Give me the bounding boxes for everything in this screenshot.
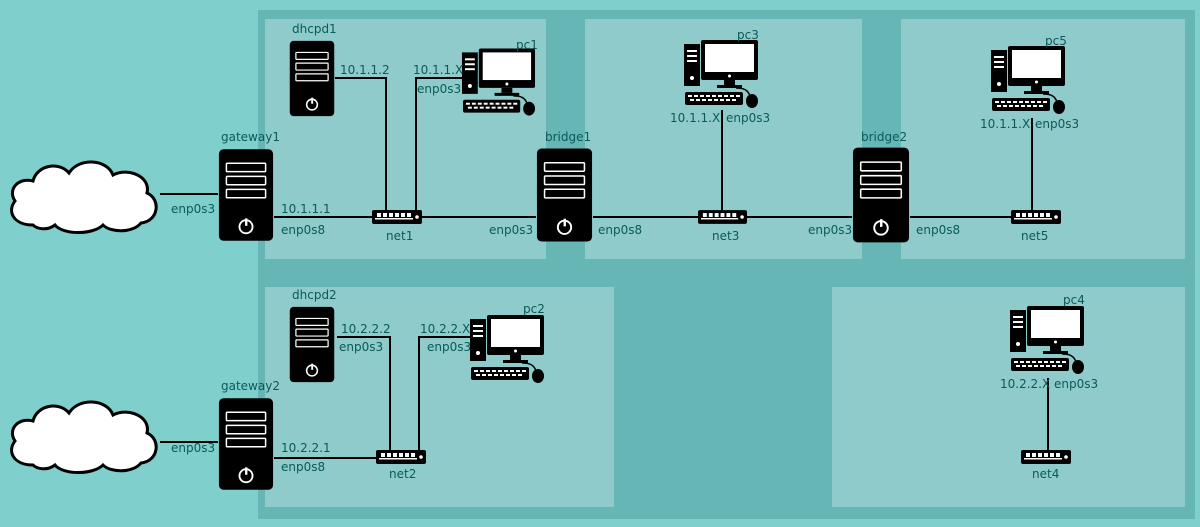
- dhcpd2-server-icon[interactable]: [289, 306, 335, 383]
- gateway2-ip-label: 10.2.2.1: [281, 441, 331, 455]
- pc3-ip-label: 10.1.1.X: [670, 111, 720, 125]
- gateway1-ip-label: 10.1.1.1: [281, 202, 331, 216]
- dhcpd2-label: dhcpd2: [292, 288, 337, 302]
- net5-switch-icon[interactable]: [1011, 210, 1061, 224]
- pc3-interface-label: enp0s3: [726, 111, 770, 125]
- pc4-desktop-icon[interactable]: [1010, 306, 1085, 375]
- pc3-desktop-icon[interactable]: [684, 40, 759, 109]
- gateway2-label: gateway2: [221, 379, 280, 393]
- dhcpd1-server-icon[interactable]: [289, 40, 335, 117]
- gateway1-enp0s3-label: enp0s3: [171, 202, 215, 216]
- pc2-desktop-icon[interactable]: [470, 315, 545, 384]
- pc4-ip-label: 10.2.2.X: [1000, 377, 1050, 391]
- net3-label: net3: [712, 229, 739, 243]
- net3-switch-icon[interactable]: [698, 210, 747, 224]
- links-top: [160, 77, 1033, 218]
- net2-switch-icon[interactable]: [376, 450, 426, 464]
- dhcpd2-interface-label: enp0s3: [339, 340, 383, 354]
- pc2-interface-label: enp0s3: [427, 340, 471, 354]
- links-bottom: [160, 336, 1049, 459]
- pc5-label: pc5: [1045, 34, 1067, 48]
- pc5-ip-label: 10.1.1.X: [980, 117, 1030, 131]
- net5-label: net5: [1021, 229, 1048, 243]
- pc2-ip-label: 10.2.2.X: [420, 322, 470, 336]
- pc4-label: pc4: [1063, 293, 1085, 307]
- bridge2-enp0s3-label: enp0s3: [808, 223, 852, 237]
- pc5-interface-label: enp0s3: [1035, 117, 1079, 131]
- gateway2-server-icon[interactable]: [218, 397, 274, 491]
- pc1-desktop-icon[interactable]: [462, 48, 536, 117]
- dhcpd1-ip-label: 10.1.1.2: [340, 63, 390, 77]
- pc1-label: pc1: [516, 38, 538, 52]
- pc3-label: pc3: [737, 28, 759, 42]
- pc1-interface-label: enp0s3: [417, 82, 461, 96]
- internet-cloud-icon-2: [10, 400, 158, 474]
- gateway2-enp0s8-label: enp0s8: [281, 460, 325, 474]
- net1-label: net1: [386, 229, 413, 243]
- bridge2-enp0s8-label: enp0s8: [916, 223, 960, 237]
- bridge2-label: bridge2: [861, 130, 907, 144]
- pc4-interface-label: enp0s3: [1054, 377, 1098, 391]
- net4-switch-icon[interactable]: [1021, 450, 1071, 464]
- bridge1-server-icon[interactable]: [536, 147, 593, 243]
- gateway1-label: gateway1: [221, 130, 280, 144]
- dhcpd2-ip-label: 10.2.2.2: [341, 322, 391, 336]
- dhcpd1-label: dhcpd1: [292, 22, 337, 36]
- bridge1-label: bridge1: [545, 130, 591, 144]
- gateway2-enp0s3-label: enp0s3: [171, 441, 215, 455]
- pc2-label: pc2: [523, 302, 545, 316]
- net4-label: net4: [1032, 467, 1059, 481]
- pc1-ip-label: 10.1.1.X: [413, 63, 463, 77]
- gateway1-server-icon[interactable]: [218, 148, 274, 242]
- gateway1-enp0s8-label: enp0s8: [281, 223, 325, 237]
- pc5-desktop-icon[interactable]: [991, 46, 1066, 115]
- panel-net4: [832, 287, 1185, 507]
- internet-cloud-icon-1: [10, 160, 158, 234]
- bridge2-server-icon[interactable]: [852, 146, 910, 244]
- bridge1-enp0s8-label: enp0s8: [598, 223, 642, 237]
- bridge1-enp0s3-label: enp0s3: [489, 223, 533, 237]
- net1-switch-icon[interactable]: [372, 210, 422, 224]
- net2-label: net2: [389, 467, 416, 481]
